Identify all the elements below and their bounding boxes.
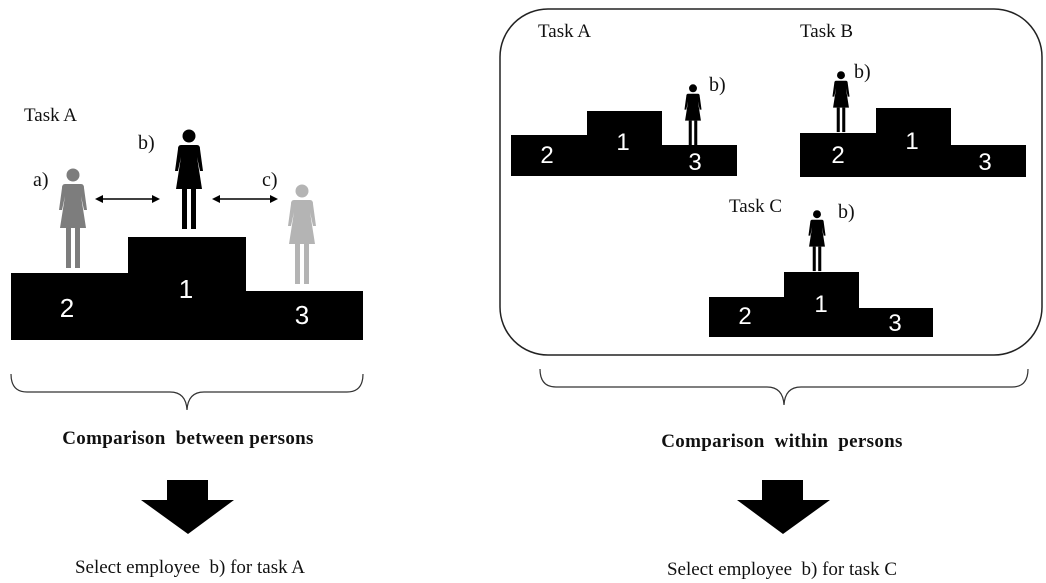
double-arrow-icon: [212, 195, 278, 203]
podium-icon: [800, 108, 1026, 177]
task-b-rank-2: 2: [831, 142, 844, 169]
task-c-rank-3: 3: [888, 310, 901, 337]
task-a-person-label: b): [709, 74, 726, 96]
left-result-text: Select employee b) for task A: [75, 557, 305, 578]
person-a-female-person-icon: [59, 168, 87, 268]
task-c-rank-1: 1: [814, 291, 827, 318]
task-a-group: Task A 2 1 3 b): [511, 21, 737, 176]
person-a-label: a): [33, 169, 49, 191]
left-rank-2: 2: [60, 293, 74, 323]
curly-brace-icon: [10, 373, 364, 411]
task-a-label: Task A: [538, 21, 591, 42]
task-a-rank-2: 2: [540, 142, 553, 169]
task-b-rank-3: 3: [978, 149, 991, 176]
task-a-female-person-icon: [684, 84, 702, 145]
task-a-rank-1: 1: [616, 129, 629, 156]
right-result-text: Select employee b) for task C: [667, 559, 897, 580]
task-c-rank-2: 2: [738, 303, 751, 330]
task-b-person-label: b): [854, 61, 871, 83]
person-b-female-person-icon: [175, 129, 203, 229]
task-c-female-person-icon: [808, 210, 826, 272]
down-arrow-icon: [141, 480, 234, 534]
podium-icon: [11, 237, 363, 340]
person-b-label: b): [138, 132, 155, 154]
curly-brace-icon: [539, 368, 1029, 406]
task-b-rank-1: 1: [905, 128, 918, 155]
task-c-group: Task C 2 1 3 b): [709, 196, 933, 337]
task-b-label: Task B: [800, 21, 853, 42]
podium-icon: [709, 272, 933, 337]
double-arrow-icon: [95, 195, 160, 203]
task-b-group: Task B 2 1 3 b): [800, 21, 1026, 177]
task-c-label: Task C: [729, 196, 782, 217]
left-brace-caption: Comparison between persons: [62, 428, 313, 449]
left-panel: Task A 2 1 3 a) b) c) Comparison: [10, 105, 364, 578]
task-a-rank-3: 3: [688, 149, 701, 176]
task-b-female-person-icon: [832, 71, 850, 133]
person-c-label: c): [262, 169, 278, 191]
podium-icon: [511, 111, 737, 176]
person-c-female-person-icon: [288, 184, 316, 284]
down-arrow-icon: [737, 480, 830, 534]
within-persons-frame: [499, 8, 1043, 356]
left-rank-3: 3: [295, 300, 309, 330]
right-brace-caption: Comparison within persons: [661, 431, 902, 452]
task-c-person-label: b): [838, 201, 855, 223]
left-task-label: Task A: [24, 105, 77, 126]
left-rank-1: 1: [179, 274, 193, 304]
right-panel: Task A 2 1 3 b) Task B 2 1 3 b): [499, 8, 1043, 580]
